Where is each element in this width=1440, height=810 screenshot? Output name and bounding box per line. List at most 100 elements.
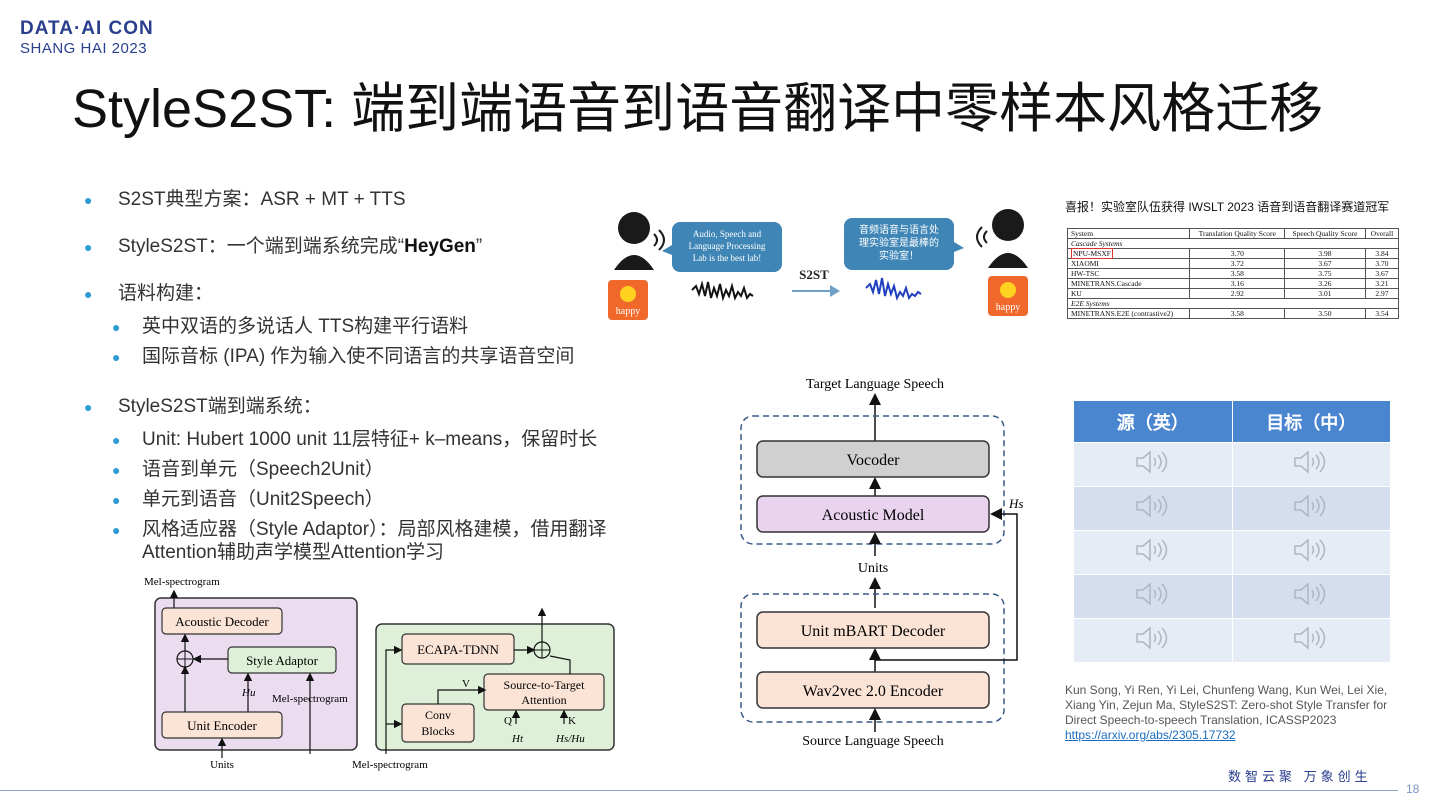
sub-bullet-item: ●国际音标 (IPA) 作为输入使不同语言的共享语音空间 xyxy=(112,346,575,367)
style-adaptor-diagram: Mel-spectrogram Acoustic Decoder Style A… xyxy=(144,576,615,771)
audio-cell xyxy=(1231,530,1391,575)
svg-text:Language Processing: Language Processing xyxy=(689,241,766,251)
happy-logo-right: happy xyxy=(988,276,1028,316)
audio-cell xyxy=(1231,618,1391,663)
audio-samples-table: 源（英） 目标（中） xyxy=(1073,400,1391,663)
waveform-left xyxy=(691,280,754,302)
table-row xyxy=(1073,574,1391,619)
svg-text:理实验室是最棒的: 理实验室是最棒的 xyxy=(859,236,939,249)
column-header-source: 源（英） xyxy=(1073,400,1233,443)
speaker-icon[interactable] xyxy=(1133,626,1173,657)
bullet-item: ●S2ST典型方案：ASR + MT + TTS xyxy=(84,189,406,210)
sub-bullet-item: ●单元到语音（Unit2Speech） xyxy=(112,489,384,510)
table-row xyxy=(1073,618,1391,663)
s2st-illustration: happy Audio, Speech and Language Process… xyxy=(608,209,1028,320)
speaker-icon[interactable] xyxy=(1291,450,1331,481)
source-speech-label: Source Language Speech xyxy=(802,734,944,749)
arxiv-link[interactable]: https://arxiv.org/abs/2305.17732 xyxy=(1065,728,1236,742)
svg-text:happy: happy xyxy=(996,302,1020,313)
svg-text:Mel-spectrogram: Mel-spectrogram xyxy=(144,576,220,588)
svg-text:音频语音与语言处: 音频语音与语言处 xyxy=(859,223,939,236)
slide-title: StyleS2ST: 端到端语音到语音翻译中零样本风格迁移 xyxy=(72,79,1324,139)
sub-bullet-item: ●风格适应器（Style Adaptor）：局部风格建模，借用翻译 xyxy=(112,519,607,540)
svg-text:Units: Units xyxy=(210,759,234,771)
svg-text:Source-to-Target: Source-to-Target xyxy=(504,678,586,692)
footer-divider xyxy=(0,790,1398,791)
svg-text:Unit Encoder: Unit Encoder xyxy=(187,718,257,733)
logo-line2: SHANG HAI 2023 xyxy=(20,40,148,57)
s2st-arrow xyxy=(792,285,840,297)
svg-text:Hs/Hu: Hs/Hu xyxy=(555,733,585,745)
svg-text:Acoustic Model: Acoustic Model xyxy=(822,507,925,524)
logo-line1: DATA·AI CON xyxy=(20,18,154,39)
happy-logo-left: happy xyxy=(608,280,648,320)
speaker-icon[interactable] xyxy=(1133,582,1173,613)
audio-cell xyxy=(1073,486,1233,531)
page-number: 18 xyxy=(1406,782,1420,796)
audio-cell xyxy=(1231,574,1391,619)
award-announcement: 喜报！实验室队伍获得 IWSLT 2023 语音到语音翻译赛道冠军 xyxy=(1065,200,1390,214)
audio-cell xyxy=(1073,618,1233,663)
svg-text:happy: happy xyxy=(616,306,640,317)
audio-cell xyxy=(1073,442,1233,487)
winner-highlight: NPU-MSXF xyxy=(1071,248,1113,259)
svg-text:实验室！: 实验室！ xyxy=(879,249,919,262)
svg-text:Ht: Ht xyxy=(511,733,524,745)
column-header-target: 目标（中） xyxy=(1231,400,1391,443)
table-row xyxy=(1073,442,1391,487)
speaker-icon-left xyxy=(614,212,665,270)
units-label: Units xyxy=(858,561,888,576)
audio-cell xyxy=(1073,530,1233,575)
decoder-group-box xyxy=(740,415,1005,545)
svg-text:Wav2vec 2.0 Encoder: Wav2vec 2.0 Encoder xyxy=(803,683,944,700)
speaker-icon[interactable] xyxy=(1291,626,1331,657)
speaker-icon[interactable] xyxy=(1133,450,1173,481)
sub-bullet-item: ●语音到单元（Speech2Unit） xyxy=(112,459,384,480)
architecture-diagram: Target Language Speech Vocoder Acoustic … xyxy=(740,377,1023,749)
acoustic-decoder-block xyxy=(161,607,283,635)
audio-cell xyxy=(1073,574,1233,619)
table-header-row: 源（英） 目标（中） xyxy=(1073,400,1391,443)
svg-text:Acoustic Decoder: Acoustic Decoder xyxy=(175,614,269,629)
waveform-right xyxy=(865,277,922,301)
hs-label: Hs xyxy=(1008,496,1023,511)
speaker-icon[interactable] xyxy=(1291,538,1331,569)
style-adaptor-block xyxy=(227,646,337,674)
svg-text:Vocoder: Vocoder xyxy=(846,452,900,469)
sub-bullet-item: ●Unit: Hubert 1000 unit 11层特征+ k–means，保… xyxy=(112,429,598,450)
svg-text:Conv: Conv xyxy=(425,708,451,722)
table-row xyxy=(1073,486,1391,531)
svg-text:V: V xyxy=(462,678,470,690)
table-group-row: Cascade Systems xyxy=(1067,238,1399,249)
svg-text:Lab is the best lab!: Lab is the best lab! xyxy=(693,253,761,263)
bullet-item: ●StyleS2ST：一个端到端系统完成“HeyGen” xyxy=(84,236,483,257)
citation: Kun Song, Yi Ren, Yi Lei, Chunfeng Wang,… xyxy=(1065,683,1388,742)
audio-cell xyxy=(1231,486,1391,531)
bullet-item: ●语料构建： xyxy=(84,283,214,304)
svg-text:Style Adaptor: Style Adaptor xyxy=(246,653,319,668)
speaker-icon[interactable] xyxy=(1291,494,1331,525)
table-header-row: System Translation Quality Score Speech … xyxy=(1066,228,1400,239)
svg-text:Q: Q xyxy=(504,715,512,727)
svg-text:Unit mBART Decoder: Unit mBART Decoder xyxy=(801,623,946,640)
svg-text:K: K xyxy=(568,715,576,727)
slogan: 数智云聚 万象创生 xyxy=(1228,769,1372,784)
speech-bubble-en: Audio, Speech and Language Processing La… xyxy=(662,222,782,272)
target-speech-label: Target Language Speech xyxy=(806,377,944,392)
sub-bullet-item: ●英中双语的多说话人 TTS构建平行语料 xyxy=(112,316,469,337)
encoder-group-box xyxy=(740,593,1005,723)
table-row xyxy=(1073,530,1391,575)
svg-text:Mel-spectrogram: Mel-spectrogram xyxy=(352,759,428,771)
speaker-icon[interactable] xyxy=(1291,582,1331,613)
speaker-icon[interactable] xyxy=(1133,494,1173,525)
bullet-item: ●StyleS2ST端到端系统： xyxy=(84,396,322,417)
speaker-icon[interactable] xyxy=(1133,538,1173,569)
sub-bullet-continuation: Attention辅助声学模型Attention学习 xyxy=(142,542,444,563)
speech-bubble-zh: 音频语音与语言处 理实验室是最棒的 实验室！ xyxy=(844,218,964,270)
svg-text:Attention: Attention xyxy=(521,693,566,707)
